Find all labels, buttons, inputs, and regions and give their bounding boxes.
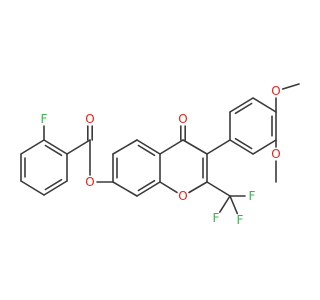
atom-label-o-methoxy-lower: O (271, 147, 280, 161)
bond-a5-a6-inner (44, 144, 63, 157)
bond-b5-b6 (136, 181, 161, 197)
bond-b6-b1 (112, 181, 138, 197)
bond-c3-d1 (206, 139, 231, 155)
bond-a3-a4 (43, 180, 68, 196)
bond-a5-a6 (43, 139, 68, 155)
atom-label-o-ester-link: O (85, 175, 94, 189)
bond-c2-o-pyran-ring (188, 181, 208, 194)
bond-o-methoxy-upper-me_up (281, 83, 300, 90)
atom-label-f-cf3-bottom: F (237, 213, 244, 227)
atom-label-o-pyran-ring: O (178, 189, 187, 203)
bond-c_cf3-f-cf3-left (219, 195, 231, 213)
bond-d1-d2 (229, 139, 254, 155)
bond-a6-a1 (20, 139, 45, 155)
atom-label-f-cf3-right: F (249, 189, 256, 203)
bond-c_cf3-f-cf3-bottom (229, 195, 239, 215)
bond-a2-a3 (20, 180, 45, 196)
bond-d4-d5 (252, 97, 277, 113)
bond-b2-b3 (112, 139, 138, 155)
bond-a3-a4-inner (44, 178, 63, 191)
atom-label-o-ester-carbonyl: O (85, 112, 94, 126)
bond-b5-b6-inner (137, 179, 156, 192)
atom-label-o-carbonyl-ketone: O (178, 112, 187, 126)
atom-label-f-cf3-left: F (213, 211, 220, 225)
bond-d2-d3 (252, 139, 277, 155)
bond-d5-d6-inner (234, 102, 253, 115)
bond-b3-b4-inner (137, 144, 156, 157)
bond-c4-c3 (182, 139, 208, 155)
bond-layer (20, 83, 300, 215)
bond-c2-c_cf3 (206, 181, 231, 197)
bond-d5-d6 (229, 97, 254, 113)
bond-b4-c4 (159, 139, 184, 155)
bond-o-pyran-ring-b5 (159, 181, 178, 194)
atom-label-o-methoxy-upper: O (271, 84, 280, 98)
bond-b3-b4 (136, 139, 161, 155)
atom-label-f-aryl: F (41, 112, 48, 126)
bond-d1-d2-inner (234, 137, 253, 150)
bond-a5-c_est (66, 139, 91, 155)
